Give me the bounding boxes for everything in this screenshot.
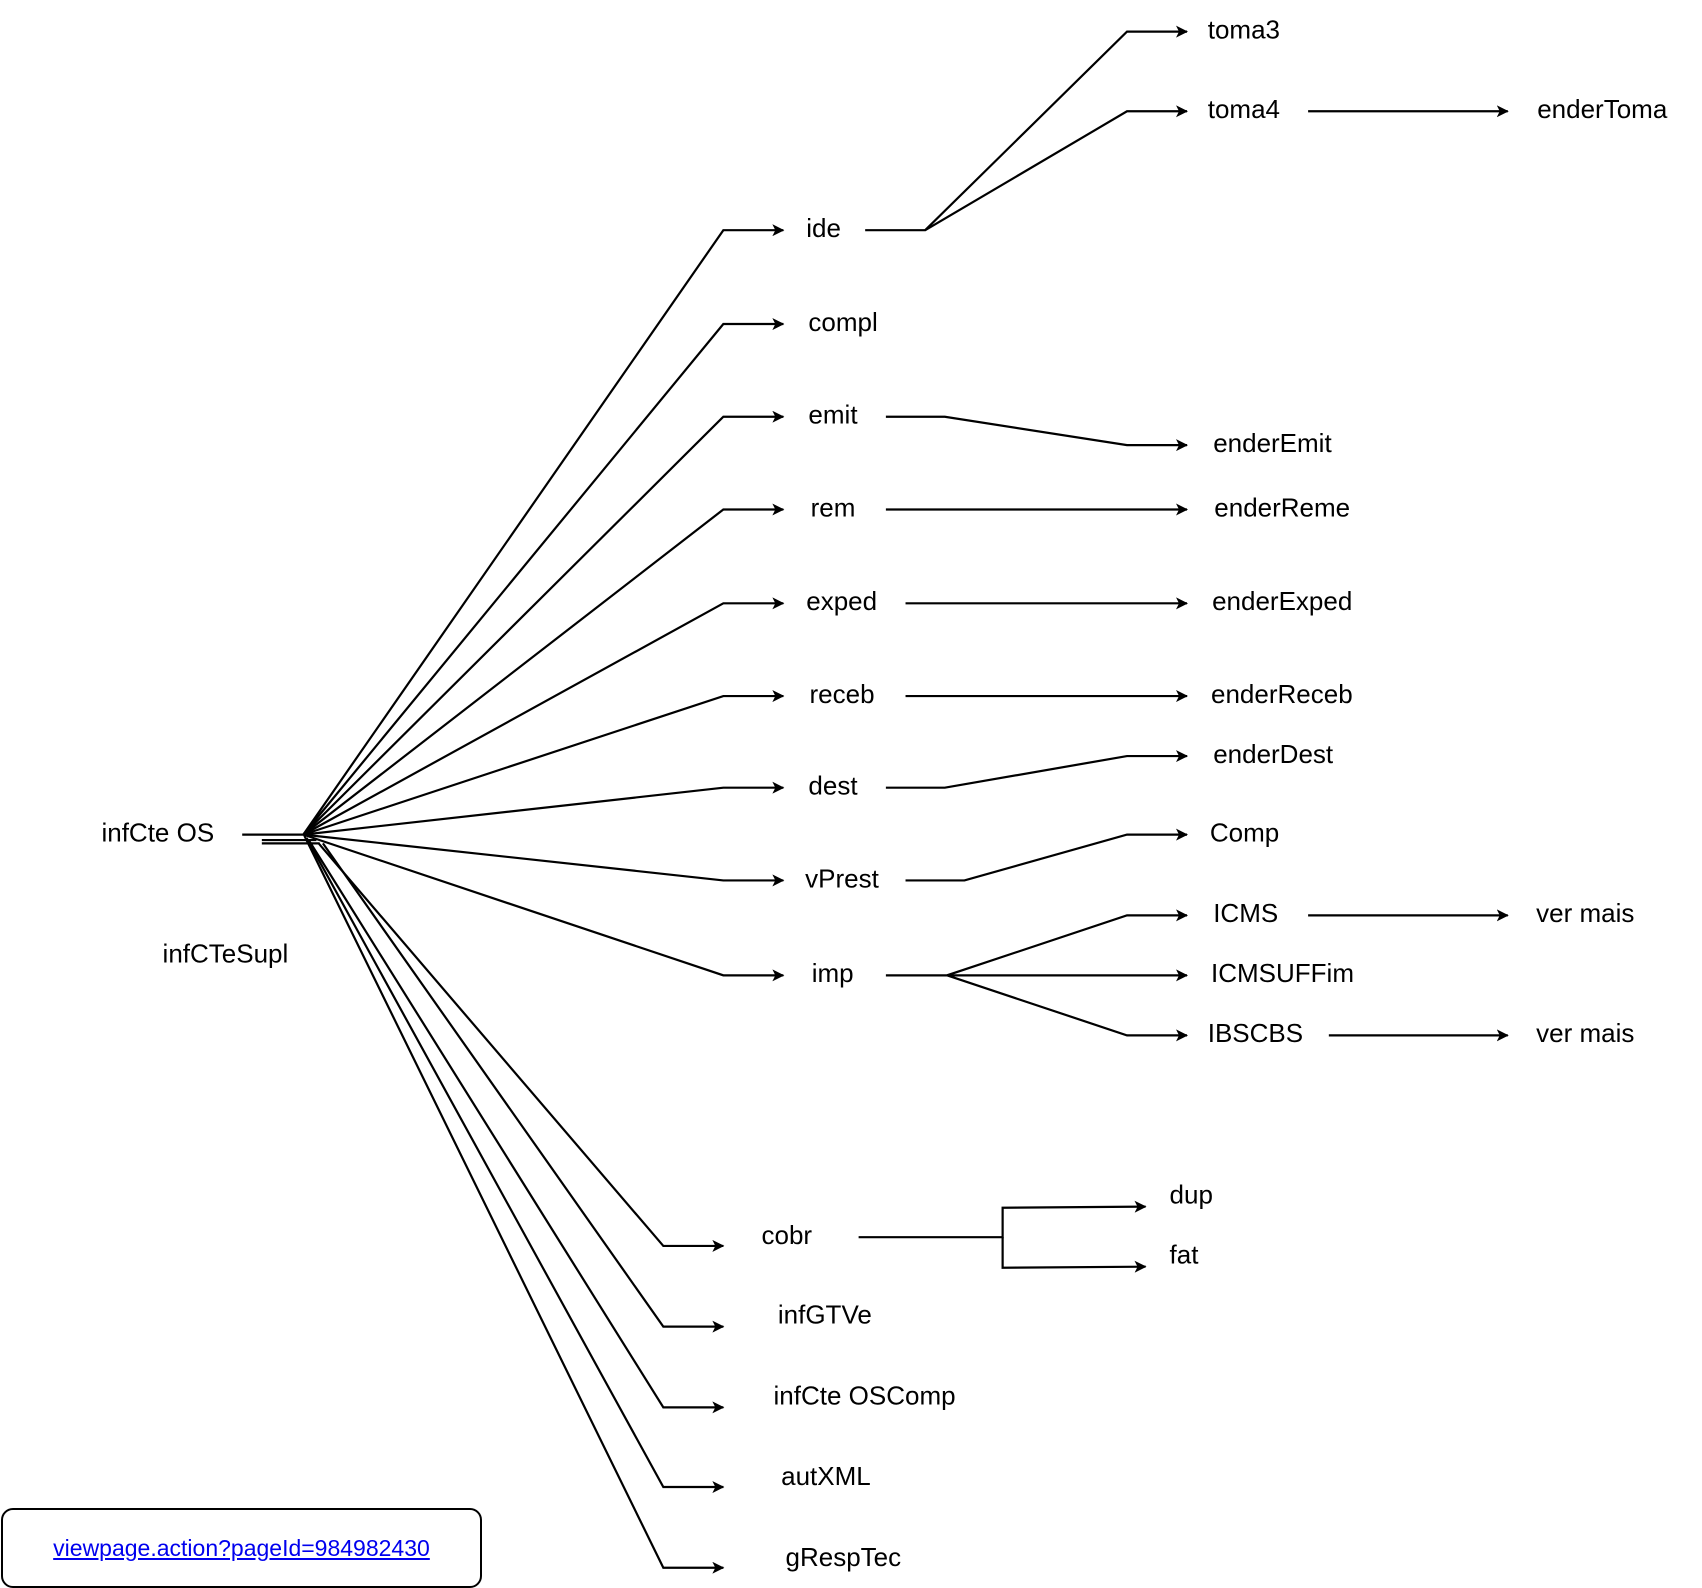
node-cobr: cobr — [762, 1220, 813, 1250]
edge-root-gRespTec — [303, 835, 725, 1574]
node-ICMSUFFim: ICMSUFFim — [1211, 958, 1354, 988]
edge-emit-enderEmit — [885, 415, 1189, 452]
edge-ide-toma4 — [924, 105, 1189, 232]
edge-imp-IBSCBS — [946, 974, 1189, 1042]
edge-root-ide — [302, 224, 785, 836]
ver-mais-link-ICMS: ver mais — [1536, 898, 1634, 928]
node-emit: emit — [808, 400, 858, 430]
edge-root-exped — [302, 597, 785, 836]
edge-ide-toma3 — [865, 25, 1189, 232]
node-dest: dest — [808, 771, 858, 801]
node-dup: dup — [1170, 1180, 1213, 1210]
edge-root-compl — [302, 318, 785, 836]
node-ide: ide — [806, 213, 841, 243]
node-imp: imp — [812, 958, 854, 988]
edge-dest-enderDest — [885, 750, 1189, 789]
node-infGTVe: infGTVe — [778, 1300, 872, 1330]
edge-root-emit — [302, 410, 785, 836]
edge-root-infCteOSComp — [307, 839, 725, 1414]
node-enderExped: enderExped — [1212, 586, 1352, 616]
node-gRespTec: gRespTec — [786, 1542, 902, 1572]
node-vPrest: vPrest — [805, 863, 879, 893]
node-enderToma: enderToma — [1537, 94, 1668, 124]
node-enderEmit: enderEmit — [1213, 428, 1332, 458]
node-infCteOSComp: infCte OSComp — [774, 1380, 956, 1410]
node-fat: fat — [1170, 1240, 1200, 1270]
page-link[interactable]: viewpage.action?pageId=984982430 — [53, 1534, 430, 1561]
node-receb: receb — [810, 679, 875, 709]
edge-root-receb — [302, 690, 785, 836]
edge-root-dest — [303, 781, 785, 836]
edge-root-rem — [302, 503, 785, 836]
infctesupl-label: infCTeSupl — [163, 939, 289, 969]
node-autXML: autXML — [781, 1461, 871, 1491]
edge-root-cobr — [317, 842, 725, 1252]
node-ICMS: ICMS — [1213, 898, 1278, 928]
edge-root-vPrest — [303, 833, 785, 887]
edge-imp-ICMS — [885, 909, 1189, 977]
edge-root-imp — [302, 833, 785, 982]
node-IBSCBS: IBSCBS — [1208, 1018, 1303, 1048]
node-exped: exped — [806, 586, 877, 616]
node-rem: rem — [811, 492, 856, 522]
node-enderReceb: enderReceb — [1211, 679, 1353, 709]
root-node-label: infCte OS — [101, 817, 214, 847]
edge-root-infGTVe — [322, 842, 725, 1333]
edge-cobr-fat — [1001, 1237, 1147, 1273]
edge-root-autXML — [305, 837, 725, 1494]
node-toma3: toma3 — [1208, 15, 1280, 45]
node-enderReme: enderReme — [1214, 492, 1350, 522]
node-compl: compl — [808, 307, 877, 337]
node-Comp: Comp — [1210, 817, 1279, 847]
ver-mais-link-IBSCBS: ver mais — [1536, 1018, 1634, 1048]
page-link-box: viewpage.action?pageId=984982430 — [1, 1508, 482, 1588]
edge-cobr-dup — [858, 1200, 1147, 1239]
edge-vPrest-Comp — [905, 828, 1189, 882]
node-toma4: toma4 — [1208, 94, 1280, 124]
node-enderDest: enderDest — [1213, 739, 1334, 769]
